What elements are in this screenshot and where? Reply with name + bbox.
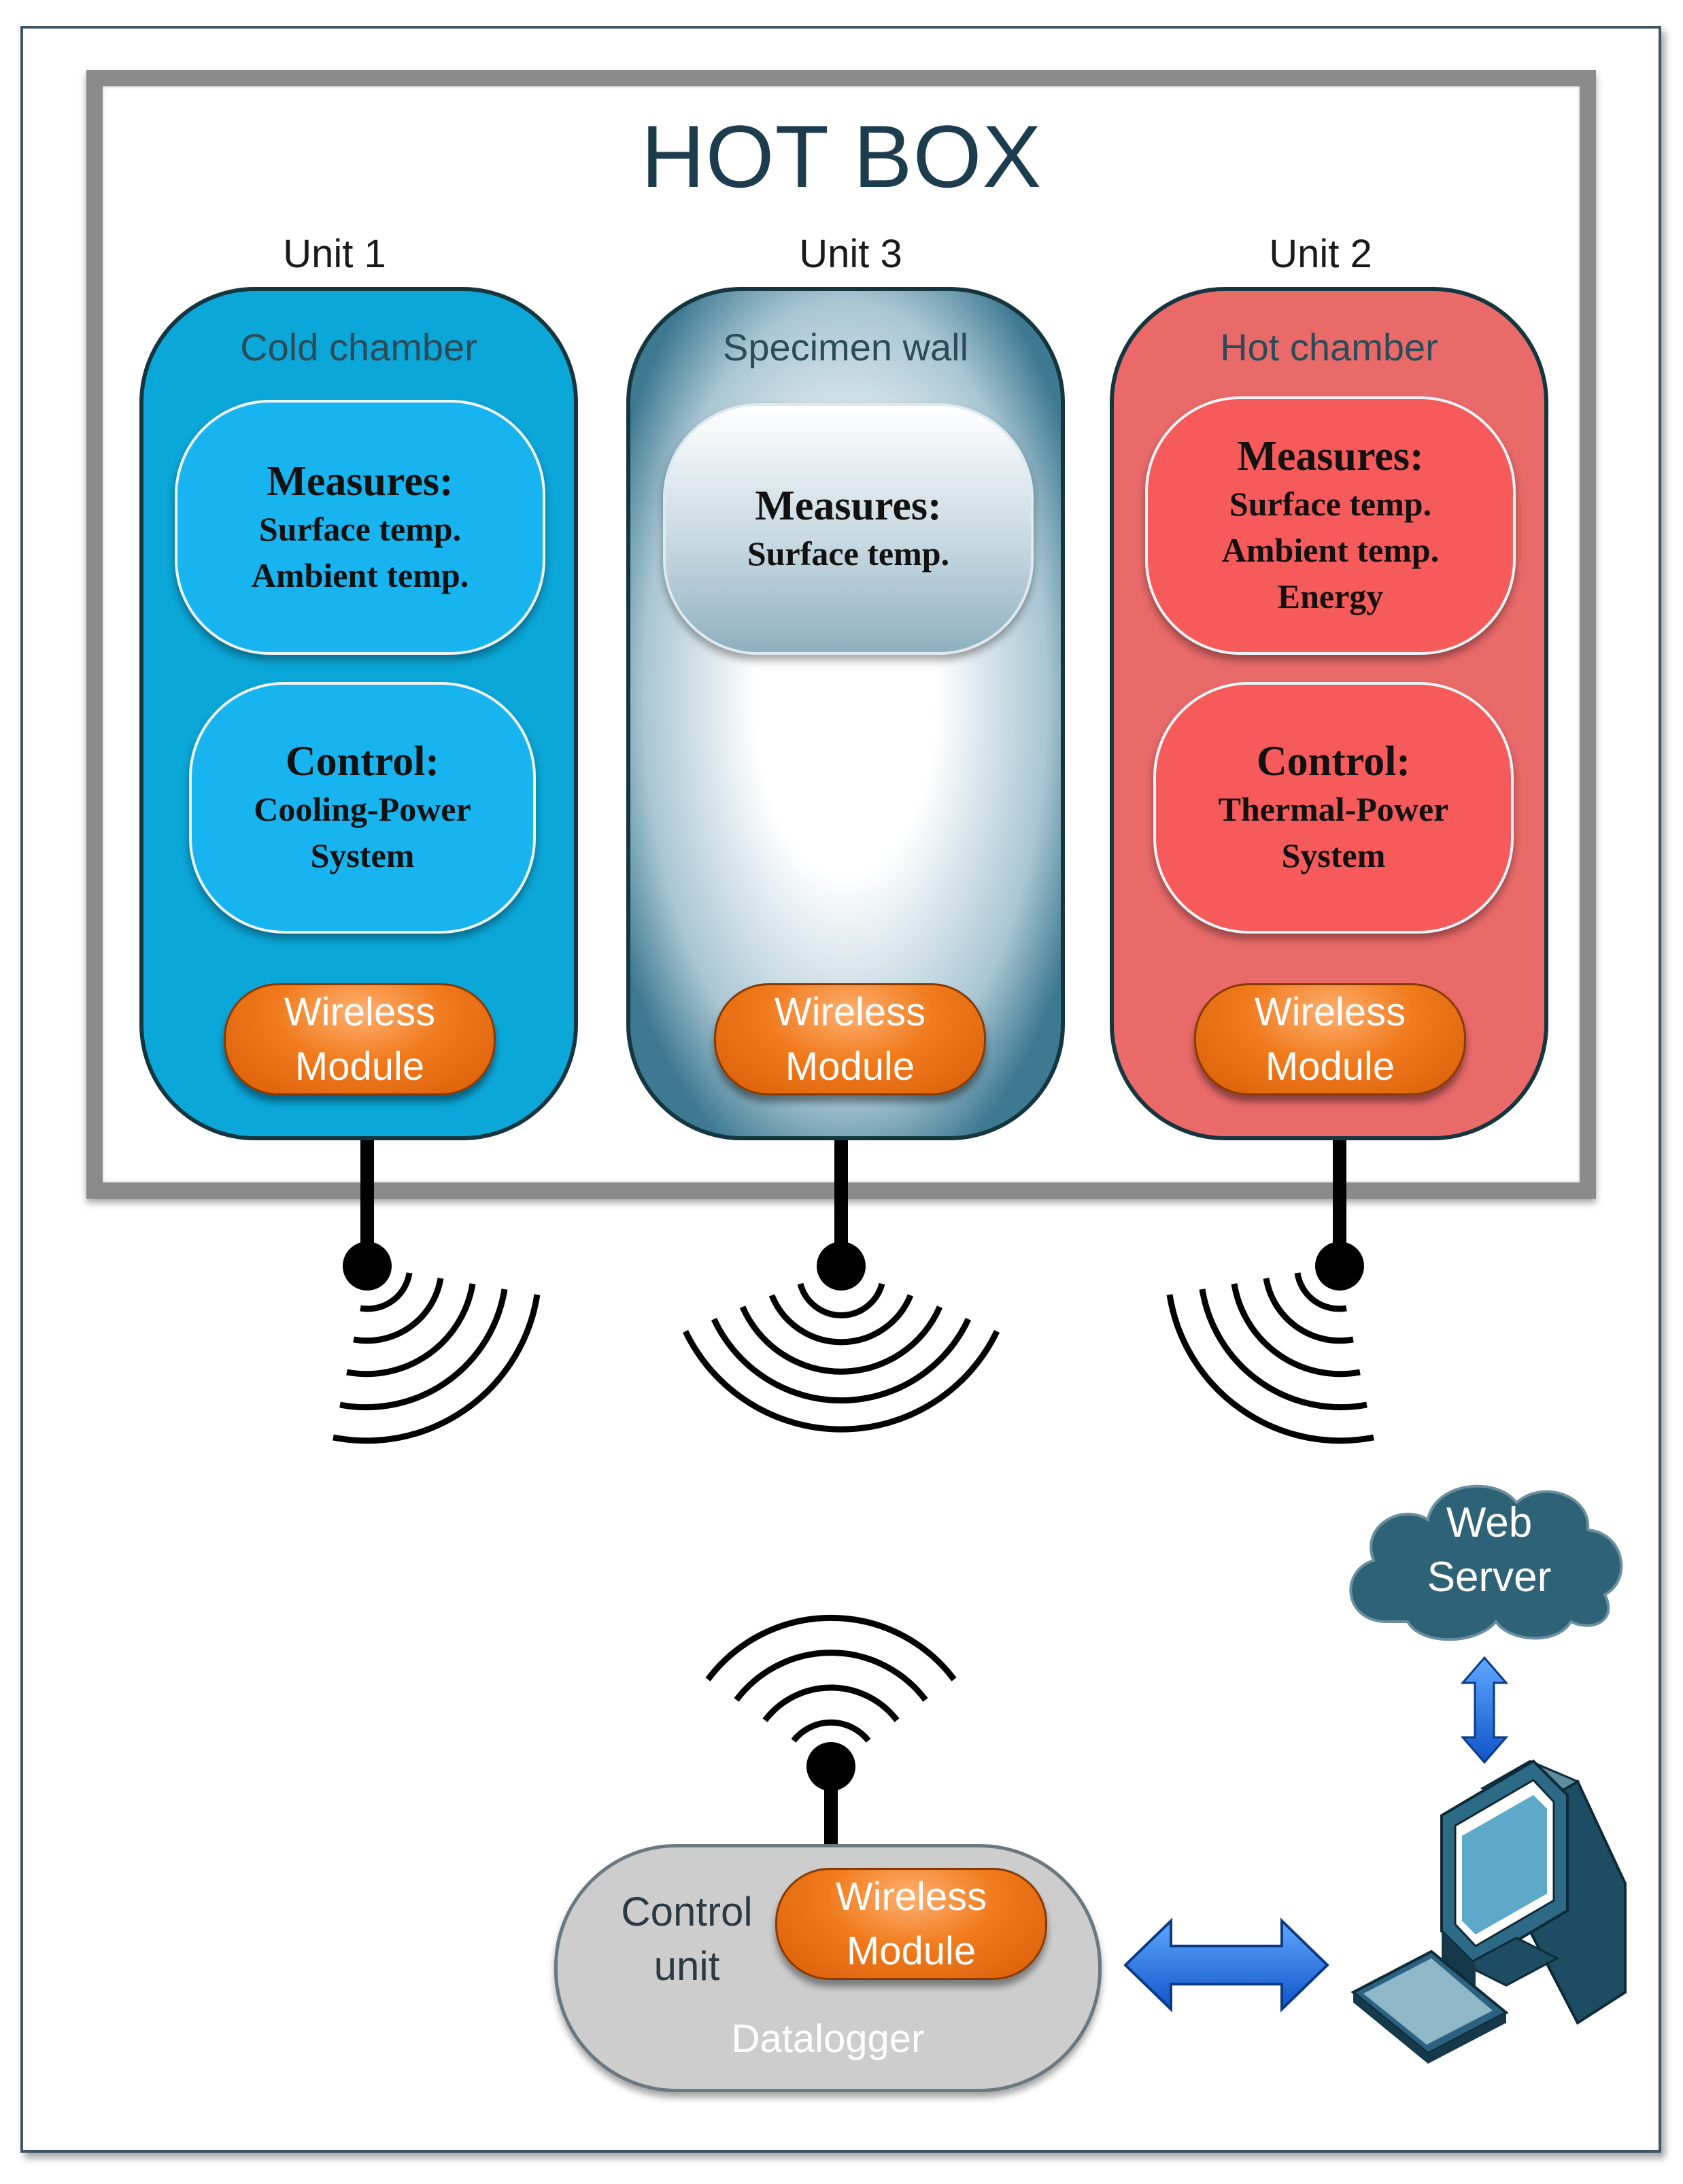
specimen-measures-bubble: Measures: Surface temp.: [663, 403, 1034, 655]
unit-2-antenna-icon: [1166, 1140, 1374, 1444]
hot-measures-bubble: Measures: Surface temp. Ambient temp. En…: [1145, 396, 1516, 655]
module-label-line: Module: [1265, 1044, 1395, 1089]
module-label-line: Wireless: [284, 989, 436, 1034]
hot-control-line: Thermal-Power: [1218, 790, 1449, 828]
hot-measures-title: Measures:: [1237, 433, 1424, 479]
specimen-measures-title: Measures:: [755, 483, 942, 529]
datalogger-label: Datalogger: [731, 2017, 925, 2061]
specimen-wall-title: Specimen wall: [722, 326, 969, 369]
cold-chamber-title: Cold chamber: [240, 326, 477, 369]
datalogger-unit: Control unit Wireless Module Datalogger: [554, 1844, 1102, 2092]
control-unit-label-line: Control: [621, 1889, 753, 1934]
cold-wireless-module: Wireless Module: [224, 983, 496, 1095]
hot-control-title: Control:: [1256, 738, 1411, 785]
module-label-line: Module: [785, 1044, 915, 1089]
cold-control-bubble: Control: Cooling-Power System: [189, 682, 536, 934]
hot-measures-line: Surface temp.: [1229, 485, 1432, 523]
hot-measures-line: Energy: [1277, 577, 1384, 615]
cold-control-title: Control:: [285, 738, 440, 785]
module-label-line: Module: [846, 1928, 976, 1973]
control-unit-label: Control unit: [598, 1885, 775, 1994]
cold-chamber-unit: Cold chamber Measures: Surface temp. Amb…: [139, 287, 578, 1140]
datalogger-antenna-icon: [705, 1614, 957, 1846]
cold-measures-title: Measures:: [267, 458, 454, 505]
web-server-label: Web Server: [1360, 1496, 1618, 1605]
unit-2-label: Unit 2: [1269, 232, 1372, 276]
web-server-cloud-icon: [1349, 1484, 1623, 1641]
specimen-wireless-module: Wireless Module: [714, 983, 986, 1095]
hot-measures-line: Ambient temp.: [1221, 531, 1440, 569]
computer-server-arrow-icon: [1460, 1656, 1509, 1764]
hot-box-title: HOT BOX: [641, 107, 1042, 206]
specimen-wall-unit: Specimen wall Measures: Surface temp. Wi…: [626, 287, 1065, 1140]
control-unit-label-line: unit: [653, 1943, 720, 1989]
web-server-label-line: Web: [1446, 1499, 1533, 1546]
unit-3-label: Unit 3: [799, 232, 902, 276]
datalogger-wireless-module: Wireless Module: [775, 1868, 1047, 1980]
hot-chamber-title: Hot chamber: [1220, 326, 1438, 369]
hot-control-line: System: [1281, 836, 1386, 874]
cold-control-line: Cooling-Power: [254, 790, 471, 828]
cold-measures-line: Ambient temp.: [251, 556, 469, 594]
specimen-measures-line: Surface temp.: [747, 534, 950, 573]
module-label-line: Wireless: [774, 989, 926, 1034]
module-label-line: Wireless: [1254, 989, 1406, 1034]
unit-1-antenna-icon: [333, 1140, 541, 1444]
computer-icon: [1350, 1759, 1627, 2064]
hot-control-bubble: Control: Thermal-Power System: [1153, 682, 1514, 934]
hot-chamber-unit: Hot chamber Measures: Surface temp. Ambi…: [1110, 287, 1548, 1140]
cold-control-line: System: [310, 836, 415, 874]
cold-measures-bubble: Measures: Surface temp. Ambient temp.: [175, 400, 545, 655]
unit-1-label: Unit 1: [283, 232, 386, 276]
cold-measures-line: Surface temp.: [258, 509, 462, 548]
web-server-label-line: Server: [1427, 1554, 1552, 1601]
module-label-line: Module: [294, 1044, 425, 1089]
datalogger-computer-arrow-icon: [1123, 1917, 1329, 2013]
unit-3-antenna-icon: [682, 1140, 1000, 1433]
hot-wireless-module: Wireless Module: [1194, 983, 1466, 1095]
module-label-line: Wireless: [835, 1874, 987, 1919]
